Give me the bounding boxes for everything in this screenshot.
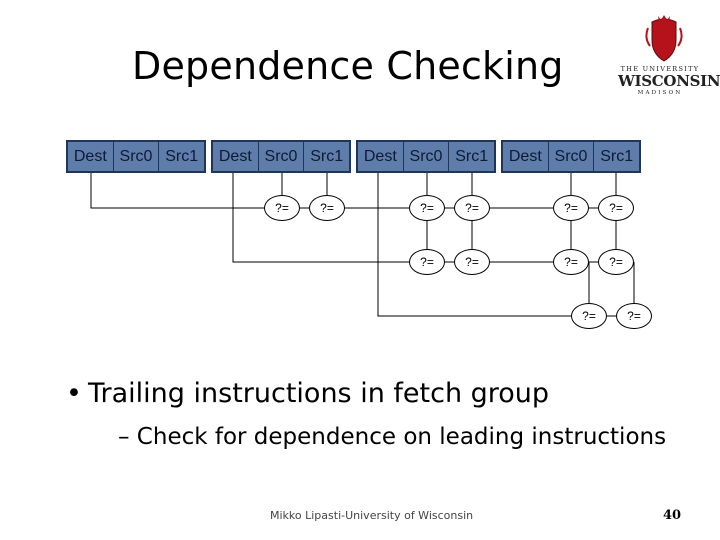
bullet-dot: • [66, 378, 82, 409]
sub-bullet-text: – Check for dependence on leading instru… [118, 424, 667, 450]
instruction-register-2: Dest Src0 Src1 [211, 140, 351, 173]
comparator: ?= [616, 303, 652, 329]
wire-dest2 [377, 173, 640, 317]
comparator: ?= [571, 303, 607, 329]
bullet-item: •Trailing instructions in fetch group [66, 378, 549, 409]
slide-title: Dependence Checking [132, 44, 564, 88]
comparator: ?= [454, 249, 490, 275]
src1-field: Src1 [310, 147, 344, 165]
comparator: ?= [553, 195, 589, 221]
dest-field: Dest [213, 142, 259, 171]
comparator: ?= [598, 195, 634, 221]
src0-field: Src0 [404, 142, 450, 171]
comparator: ?= [409, 249, 445, 275]
comparator: ?= [454, 195, 490, 221]
wire-dest0 [90, 173, 264, 209]
src1-field: Src1 [455, 147, 489, 165]
dest-field: Dest [503, 142, 549, 171]
comparator: ?= [309, 195, 345, 221]
instruction-register-1: Dest Src0 Src1 [66, 140, 206, 173]
instruction-register-3: Dest Src0 Src1 [356, 140, 496, 173]
comparator: ?= [264, 195, 300, 221]
footer-text: Mikko Lipasti-University of Wisconsin [270, 509, 474, 522]
comparator: ?= [553, 249, 589, 275]
src0-field: Src0 [549, 142, 595, 171]
comparator: ?= [598, 249, 634, 275]
instruction-register-4: Dest Src0 Src1 [501, 140, 641, 173]
src0-field: Src0 [114, 142, 160, 171]
bullet-text: Trailing instructions in fetch group [88, 378, 550, 409]
comparator: ?= [409, 195, 445, 221]
logo-line-wisconsin: WISCONSIN [618, 72, 720, 90]
university-logo: THE UNIVERSITY WISCONSIN MADISON [618, 14, 720, 98]
dest-field: Dest [358, 142, 404, 171]
src1-field: Src1 [600, 147, 634, 165]
src1-field: Src1 [165, 147, 199, 165]
wire-dest1 [232, 173, 616, 263]
src0-field: Src0 [259, 142, 305, 171]
page-number: 40 [663, 508, 682, 523]
crest-icon [645, 15, 683, 62]
logo-line-madison: MADISON [637, 90, 683, 96]
dest-field: Dest [68, 142, 114, 171]
logo-line-university: THE UNIVERSITY [620, 65, 700, 73]
